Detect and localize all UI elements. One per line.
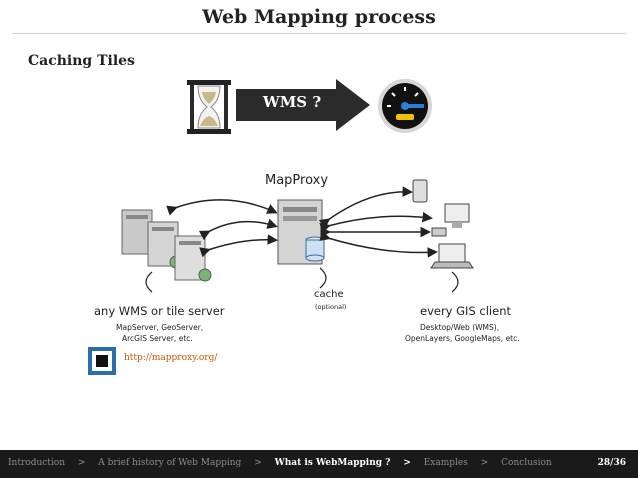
nav-separator: > xyxy=(77,458,86,468)
right-sublabel-1: Desktop/Web (WMS), xyxy=(420,323,499,332)
arrow-icon xyxy=(236,79,370,131)
nav-item-what-is-webmapping[interactable]: What is WebMapping ? xyxy=(274,458,391,468)
nav-separator: > xyxy=(403,458,411,468)
section-heading: Caching Tiles xyxy=(28,53,135,69)
page-number: 28/36 xyxy=(597,458,626,468)
left-sublabel-2: ArcGIS Server, etc. xyxy=(122,334,193,343)
arrow-label: WMS ? xyxy=(262,93,322,111)
right-label: every GIS client xyxy=(420,304,511,318)
nav-item-conclusion[interactable]: Conclusion xyxy=(501,458,552,468)
left-label: any WMS or tile server xyxy=(94,304,225,318)
nav-separator: > xyxy=(254,458,262,468)
mapproxy-link[interactable]: http://mapproxy.org/ xyxy=(124,353,218,363)
tile-server-icon xyxy=(121,209,212,282)
mapproxy-diagram: MapProxy any WMS or tile xyxy=(94,173,520,343)
client-devices-icon xyxy=(412,179,474,269)
mapproxy-logo-icon xyxy=(88,347,116,375)
left-sublabel-1: MapServer, GeoServer, xyxy=(116,323,203,332)
mapproxy-label: MapProxy xyxy=(265,173,328,188)
nav-item-introduction[interactable]: Introduction xyxy=(8,458,65,468)
footer-nav: Introduction > A brief history of Web Ma… xyxy=(8,458,552,468)
cache-sublabel: (optional) xyxy=(315,303,346,311)
hourglass-icon xyxy=(187,80,231,134)
speedometer-icon xyxy=(378,79,432,133)
cache-label: cache xyxy=(314,289,344,300)
mapproxy-server-icon xyxy=(277,199,325,265)
footer-bar: Introduction > A brief history of Web Ma… xyxy=(0,450,638,478)
nav-item-history[interactable]: A brief history of Web Mapping xyxy=(98,458,242,468)
title-divider xyxy=(12,33,626,34)
nav-item-examples[interactable]: Examples xyxy=(423,458,468,468)
nav-separator: > xyxy=(480,458,489,468)
slide-title: Web Mapping process xyxy=(202,6,436,28)
right-sublabel-2: OpenLayers, GoogleMaps, etc. xyxy=(405,334,520,343)
